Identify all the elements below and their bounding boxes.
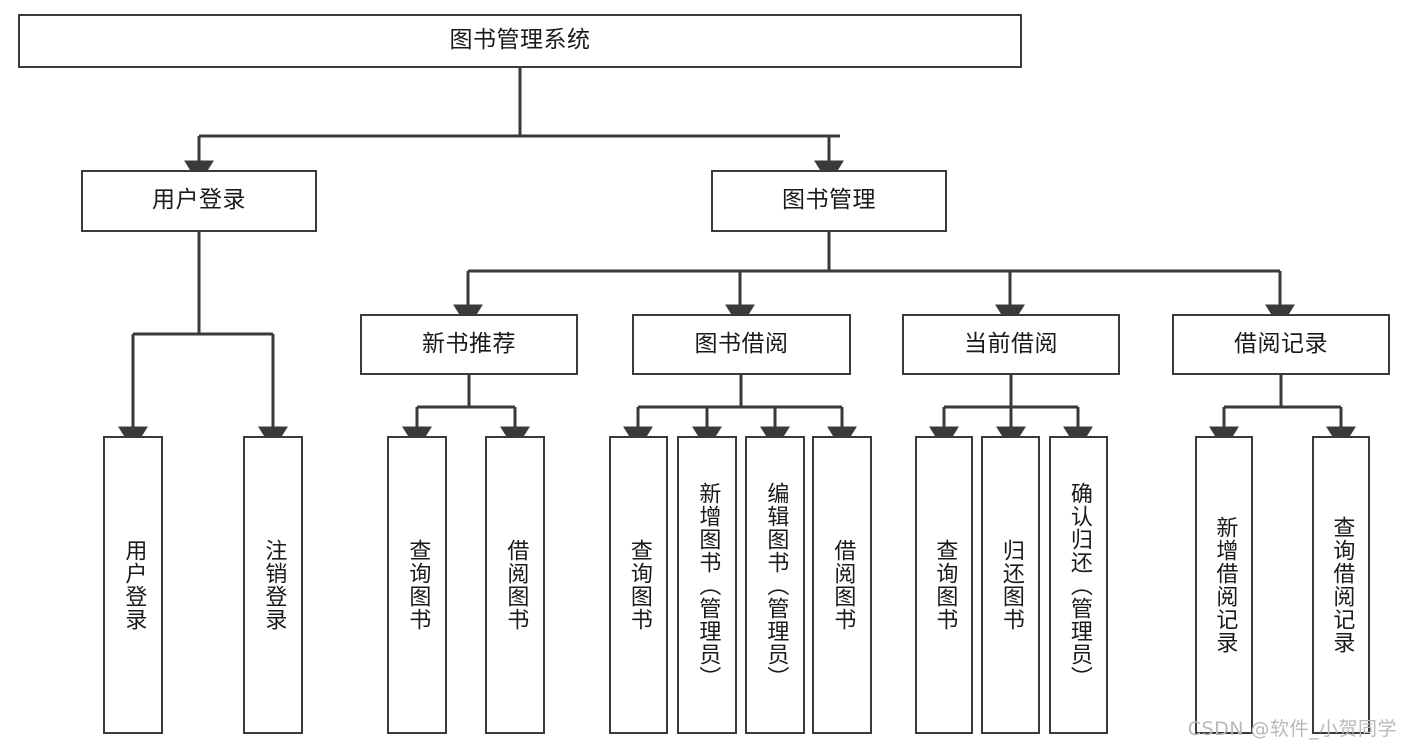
node-label-leaf-borrow-add-book: 新增图书（管理员）	[695, 481, 721, 689]
node-borrow-record[interactable]: 借阅记录	[1172, 314, 1390, 375]
node-label-leaf-user-login: 用户登录	[121, 539, 147, 631]
node-label-user-login: 用户登录	[152, 187, 246, 214]
node-label-leaf-borrow-borrow-book: 借阅图书	[830, 539, 856, 631]
node-new-book-rec[interactable]: 新书推荐	[360, 314, 578, 375]
node-label-leaf-user-logout: 注销登录	[261, 539, 287, 631]
node-leaf-user-login[interactable]: 用户登录	[103, 436, 163, 734]
node-label-leaf-borrow-edit-book: 编辑图书（管理员）	[763, 481, 789, 689]
node-label-leaf-current-query-book: 查询图书	[932, 539, 958, 631]
node-leaf-borrow-query-book[interactable]: 查询图书	[609, 436, 668, 734]
node-leaf-current-return-book[interactable]: 归还图书	[981, 436, 1040, 734]
node-label-book-borrow: 图书借阅	[694, 330, 789, 357]
node-leaf-rec-borrow-book[interactable]: 借阅图书	[485, 436, 545, 734]
node-label-current-borrow: 当前借阅	[964, 330, 1058, 357]
node-label-leaf-record-add: 新增借阅记录	[1212, 516, 1238, 654]
node-label-leaf-current-confirm-return: 确认归还（管理员）	[1066, 481, 1092, 689]
node-leaf-current-query-book[interactable]: 查询图书	[915, 436, 973, 734]
node-book-manage[interactable]: 图书管理	[711, 170, 947, 232]
node-label-book-manage: 图书管理	[782, 187, 876, 214]
node-leaf-borrow-borrow-book[interactable]: 借阅图书	[812, 436, 872, 734]
node-label-leaf-rec-borrow-book: 借阅图书	[503, 539, 529, 631]
node-root[interactable]: 图书管理系统	[18, 14, 1022, 68]
node-leaf-borrow-edit-book[interactable]: 编辑图书（管理员）	[745, 436, 805, 734]
node-label-borrow-record: 借阅记录	[1234, 330, 1328, 357]
node-label-leaf-borrow-query-book: 查询图书	[626, 539, 652, 631]
node-leaf-borrow-add-book[interactable]: 新增图书（管理员）	[677, 436, 737, 734]
node-leaf-user-logout[interactable]: 注销登录	[243, 436, 303, 734]
node-label-leaf-current-return-book: 归还图书	[998, 539, 1024, 631]
node-label-leaf-rec-query-book: 查询图书	[405, 539, 431, 631]
node-label-root: 图书管理系统	[449, 27, 591, 54]
node-label-new-book-rec: 新书推荐	[422, 330, 516, 357]
node-book-borrow[interactable]: 图书借阅	[632, 314, 851, 375]
node-label-leaf-record-query: 查询借阅记录	[1329, 516, 1355, 654]
node-current-borrow[interactable]: 当前借阅	[902, 314, 1120, 375]
node-leaf-current-confirm-return[interactable]: 确认归还（管理员）	[1049, 436, 1108, 734]
node-leaf-rec-query-book[interactable]: 查询图书	[387, 436, 447, 734]
node-leaf-record-query[interactable]: 查询借阅记录	[1312, 436, 1370, 734]
node-user-login[interactable]: 用户登录	[81, 170, 317, 232]
node-leaf-record-add[interactable]: 新增借阅记录	[1195, 436, 1253, 734]
